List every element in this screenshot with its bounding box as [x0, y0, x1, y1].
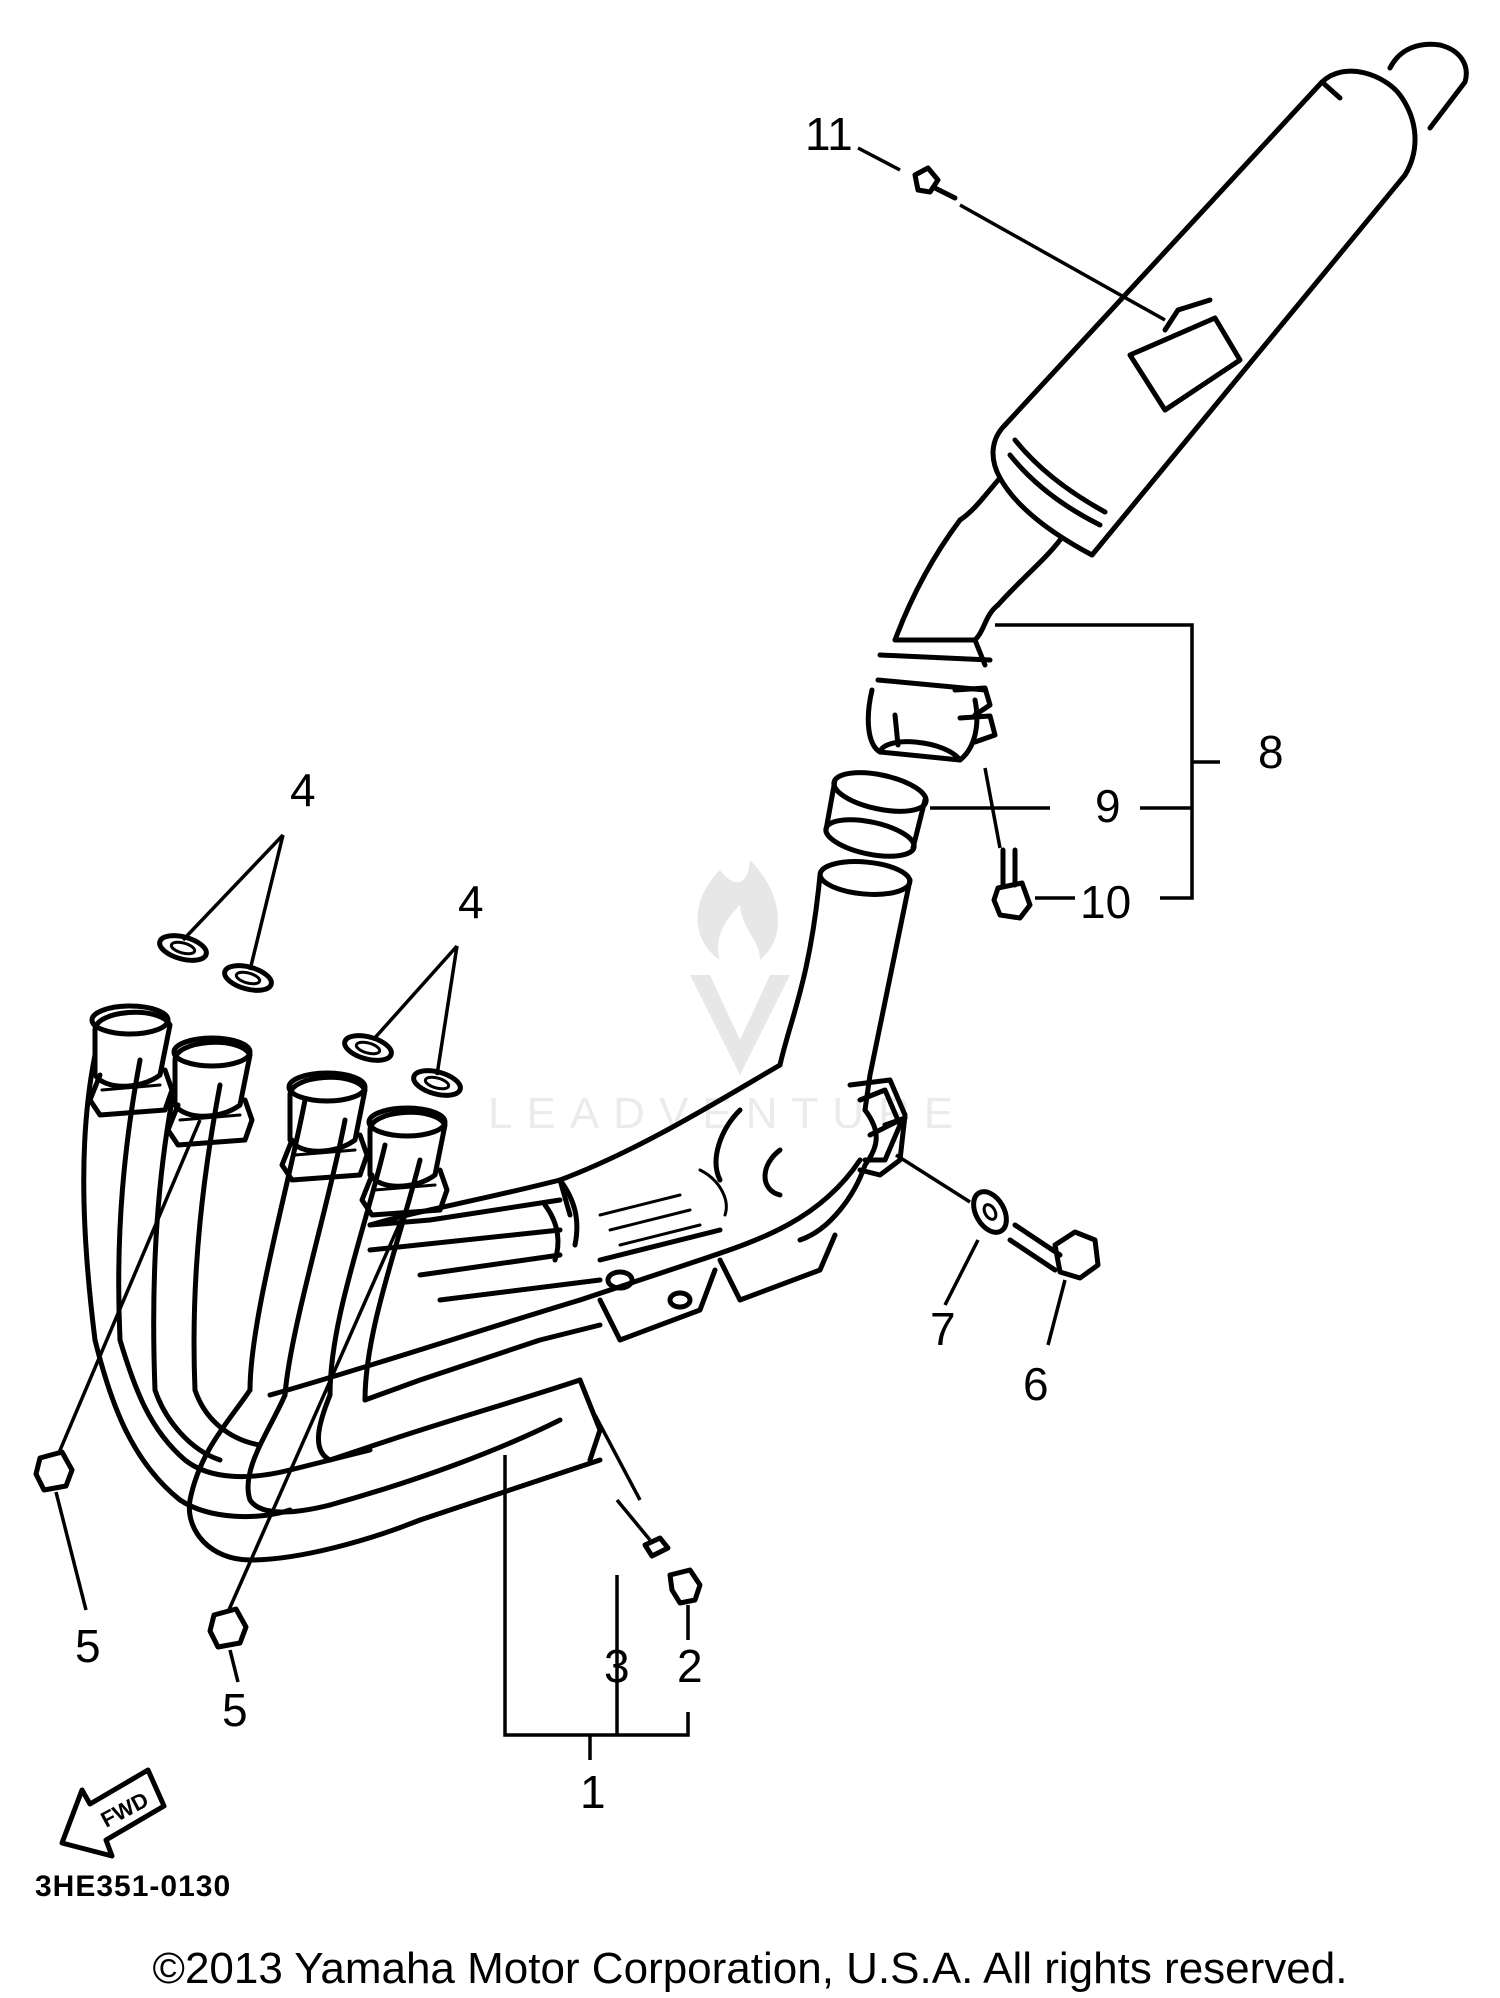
diagram-code: 3HE351-0130 — [35, 1870, 231, 1903]
exhaust-clamp — [865, 685, 998, 763]
callout-4a: 4 — [290, 764, 316, 816]
mounting-bracket — [847, 1077, 908, 1178]
callout-5b: 5 — [222, 1684, 248, 1736]
muffler-bolt — [912, 165, 958, 201]
callout-2: 2 — [677, 1640, 703, 1692]
callout-9: 9 — [1095, 780, 1121, 832]
callout-8: 8 — [1258, 726, 1284, 778]
leader-lines — [54, 146, 1220, 1760]
clamp-bolt — [991, 847, 1033, 921]
callout-numbers: 11 8 9 10 4 4 7 6 5 5 3 2 1 — [75, 108, 1284, 1818]
callout-4b: 4 — [458, 876, 484, 928]
small-fittings — [642, 1535, 703, 1606]
copyright-notice: ©2013 Yamaha Motor Corporation, U.S.A. A… — [152, 1944, 1348, 1993]
fwd-arrow: FWD — [59, 1767, 167, 1859]
flange-nuts — [33, 1449, 249, 1650]
callout-1: 1 — [580, 1766, 606, 1818]
washer-and-bolt — [971, 1189, 1101, 1281]
callout-7: 7 — [930, 1303, 956, 1355]
callout-11: 11 — [805, 108, 853, 160]
exhaust-header-pipes — [81, 859, 913, 1563]
muffler — [875, 41, 1469, 693]
pipe-flanges — [87, 1003, 450, 1218]
port-gaskets — [157, 933, 463, 1098]
callout-10: 10 — [1080, 876, 1131, 928]
gasket-ring — [823, 770, 929, 859]
callout-3: 3 — [604, 1640, 630, 1692]
callout-5a: 5 — [75, 1620, 101, 1672]
callout-6: 6 — [1023, 1358, 1049, 1410]
